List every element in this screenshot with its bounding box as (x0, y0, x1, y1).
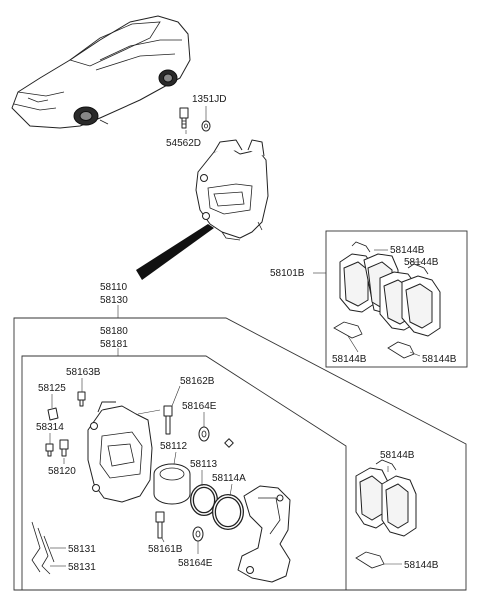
hose-clip-58131-icon (31, 521, 55, 575)
fitting-58120-icon (59, 439, 69, 457)
label-54562D: 54562D (166, 138, 201, 149)
label-58180: 58180 (100, 326, 128, 337)
caliper-body-frame (21, 355, 347, 591)
label-58113: 58113 (190, 459, 218, 470)
label-58144B-5: 58144B (380, 450, 415, 461)
label-58144B-6: 58144B (404, 560, 439, 571)
caliper-bracket-icon (237, 485, 291, 583)
label-58164E-1: 58164E (182, 401, 217, 412)
label-58144B-1: 58144B (390, 245, 425, 256)
boot-58164E-upper-icon (198, 426, 210, 442)
boot-58164E-lower-icon (192, 526, 204, 542)
label-58131-1: 58131 (68, 544, 96, 555)
washer-1351JD-icon (201, 120, 211, 132)
label-58125: 58125 (38, 383, 66, 394)
bleeder-screw-58163B-icon (77, 391, 86, 407)
label-58161B: 58161B (148, 544, 183, 555)
label-58101B: 58101B (270, 268, 305, 279)
label-58314: 58314 (36, 422, 64, 433)
label-58163B: 58163B (66, 367, 101, 378)
fitting-58314-icon (45, 443, 54, 457)
label-58144B-2: 58144B (404, 257, 439, 268)
assembly-connector-wedge (136, 224, 214, 280)
label-58120: 58120 (48, 466, 76, 477)
label-58131-2: 58131 (68, 562, 96, 573)
label-58144B-4: 58144B (422, 354, 457, 365)
brake-pad-pair-upper-icon (333, 241, 441, 359)
car-illustration (11, 15, 191, 129)
label-58144B-3: 58144B (332, 354, 367, 365)
bolt-54562D-icon (179, 107, 189, 129)
small-nut-icon (224, 438, 234, 448)
guide-pin-58161B-icon (155, 511, 165, 539)
pad-kit-frame (325, 230, 468, 368)
label-1351JD: 1351JD (192, 94, 226, 105)
label-58114A: 58114A (212, 473, 246, 484)
brake-pad-pair-lower-icon (355, 459, 417, 569)
cap-58125-icon (47, 407, 59, 421)
label-58110: 58110 (100, 282, 128, 293)
label-58162B: 58162B (180, 376, 215, 387)
label-58112: 58112 (160, 441, 188, 452)
label-58181: 58181 (100, 339, 128, 350)
guide-pin-58162B-icon (163, 405, 173, 435)
caliper-assembly-icon (195, 139, 269, 241)
dust-boot-58114A-icon (212, 494, 244, 530)
caliper-kit-frame (13, 317, 467, 591)
caliper-body-icon (87, 401, 153, 503)
seal-58113-icon (190, 484, 218, 516)
label-58130: 58130 (100, 295, 128, 306)
label-58164E-2: 58164E (178, 558, 213, 569)
piston-58112-icon (153, 463, 191, 505)
